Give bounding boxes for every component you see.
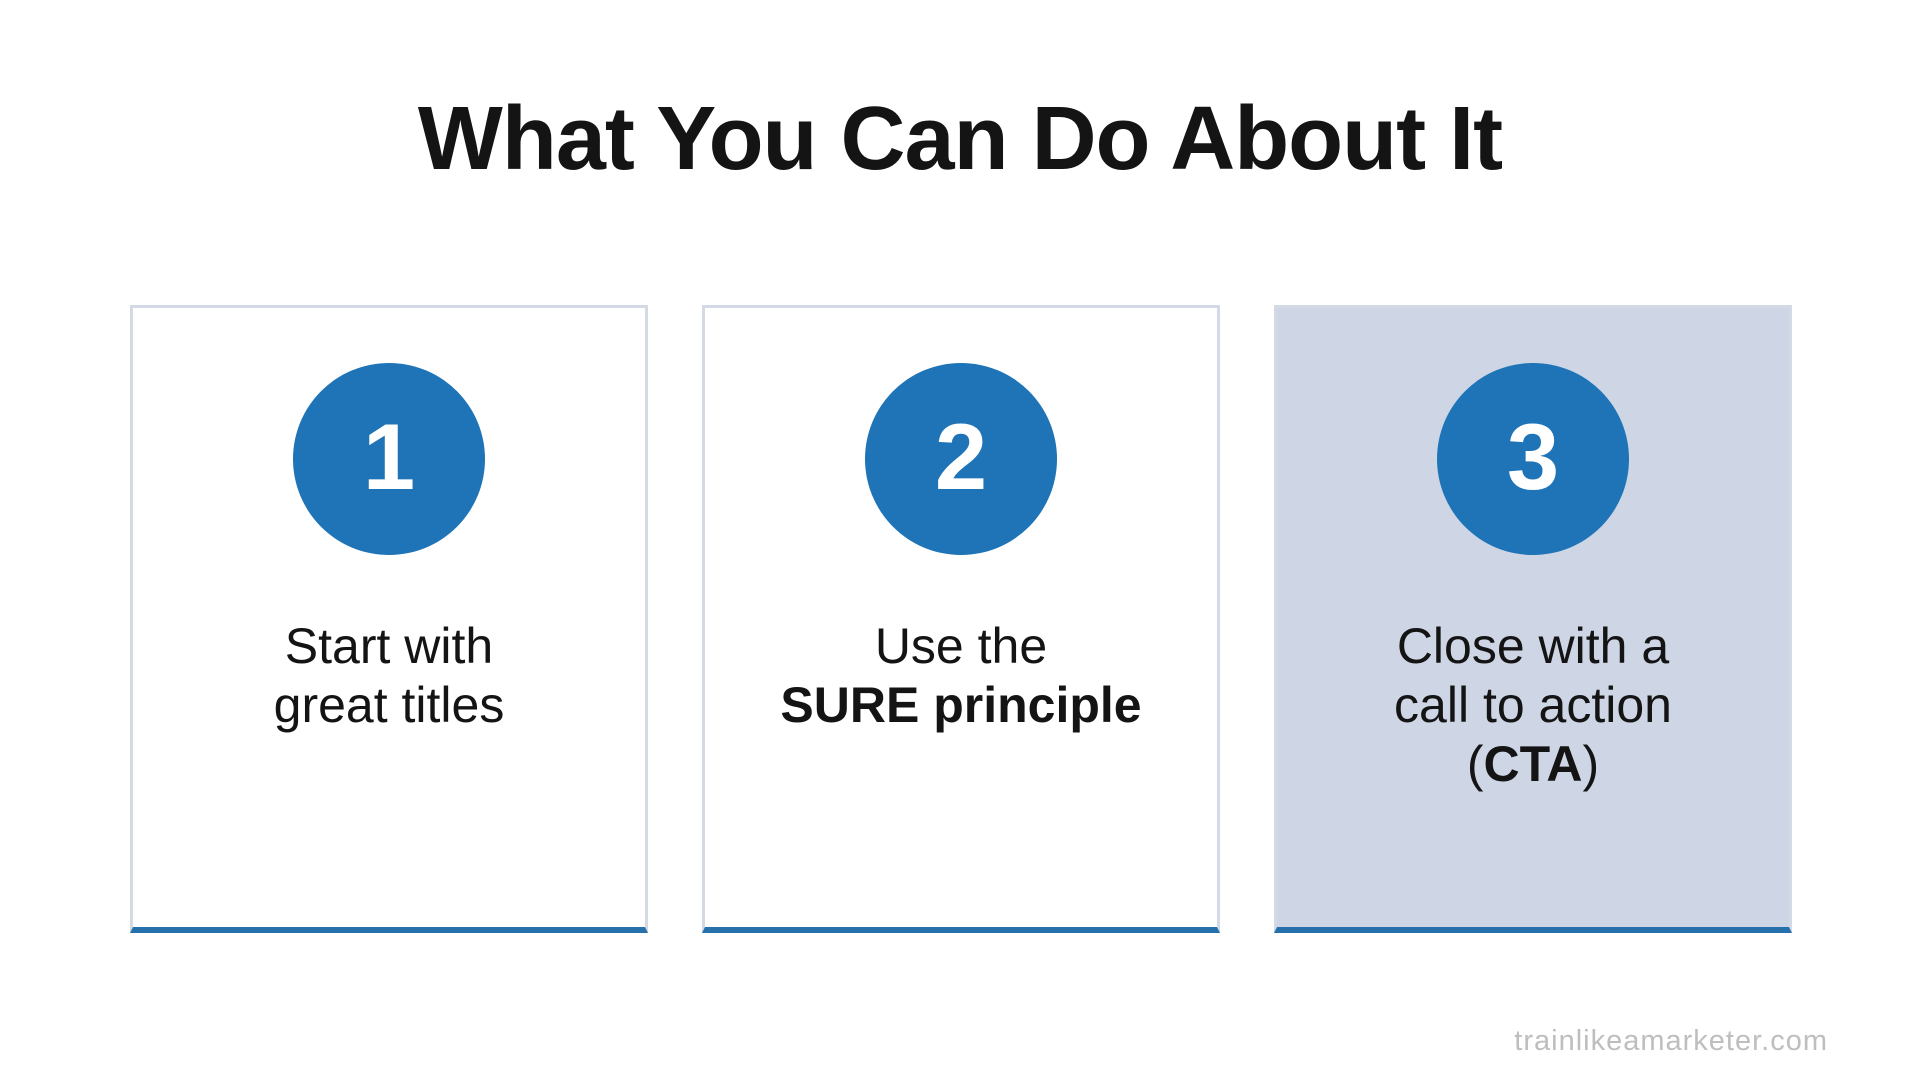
step-2-number-badge: 2 bbox=[865, 363, 1057, 555]
card-text-line: call to action bbox=[1394, 677, 1672, 733]
card-text-line: great titles bbox=[273, 677, 505, 733]
card-text-line: Use the bbox=[874, 618, 1048, 674]
step-2-number: 2 bbox=[934, 404, 988, 509]
watermark: trainlikeamarketer.com bbox=[1514, 1025, 1828, 1057]
step-3-number: 3 bbox=[1506, 404, 1560, 509]
card-text-line: Close with a bbox=[1396, 618, 1670, 674]
step-1-number-badge: 1 bbox=[293, 363, 485, 555]
card-text-line: Start with bbox=[284, 618, 494, 674]
card-text-line: SURE principle bbox=[780, 677, 1142, 733]
step-3-number-badge: 3 bbox=[1437, 363, 1629, 555]
page-title: What You Can Do About It bbox=[417, 89, 1503, 189]
card-text-line: (CTA) bbox=[1466, 736, 1600, 792]
step-1-number: 1 bbox=[362, 404, 416, 509]
